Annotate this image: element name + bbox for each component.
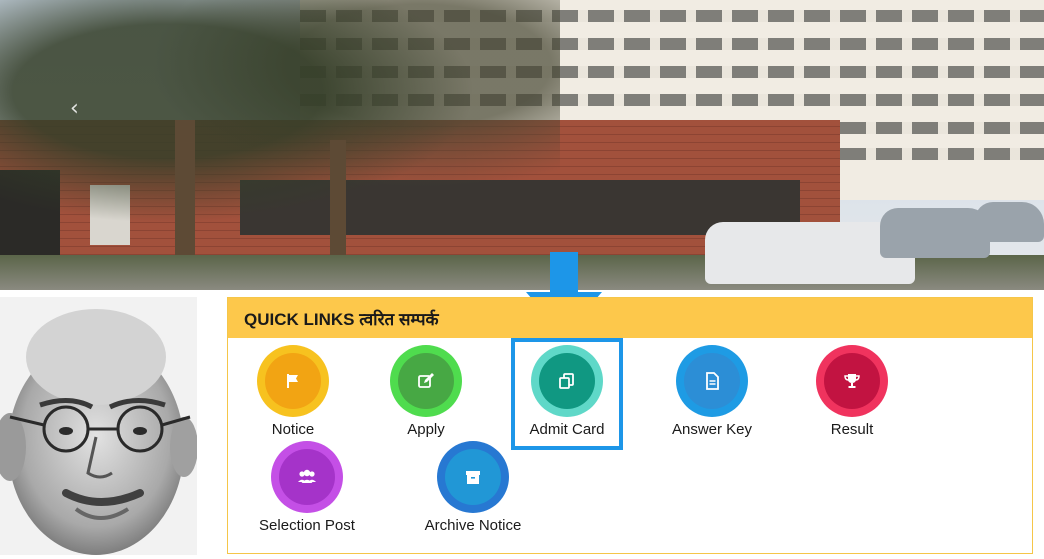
quick-links-title: QUICK LINKS त्वरित सम्पर्क xyxy=(244,309,439,329)
car xyxy=(975,202,1044,242)
flag-icon xyxy=(287,374,298,388)
document-icon xyxy=(706,372,719,390)
apply-label: Apply xyxy=(407,421,445,438)
archive-notice-link[interactable]: Archive Notice xyxy=(408,441,538,541)
chevron-left-icon[interactable]: ‹ xyxy=(70,96,79,121)
trophy-icon xyxy=(844,374,860,388)
answer-key-link[interactable]: Answer Key xyxy=(647,345,777,445)
selection-post-link[interactable]: Selection Post xyxy=(242,441,372,541)
answer-key-label: Answer Key xyxy=(671,421,753,438)
quick-links-panel: QUICK LINKS त्वरित सम्पर्क xyxy=(227,297,1033,554)
banner-image: ‹ xyxy=(0,0,1044,290)
trees xyxy=(0,0,560,260)
quick-links-header: QUICK LINKS त्वरित सम्पर्क xyxy=(228,298,1032,338)
notice-link[interactable]: Notice xyxy=(228,345,358,445)
admit-card-link[interactable]: Admit Card xyxy=(502,345,632,445)
edit-icon xyxy=(418,373,434,388)
notice-label: Notice xyxy=(271,421,315,438)
result-label: Result xyxy=(830,421,874,438)
archive-notice-label: Archive Notice xyxy=(424,517,522,534)
apply-link[interactable]: Apply xyxy=(361,345,491,445)
selection-post-label: Selection Post xyxy=(259,517,355,534)
copy-icon xyxy=(559,373,574,389)
result-link[interactable]: Result xyxy=(787,345,917,445)
gandhi-portrait xyxy=(0,297,197,555)
archive-icon xyxy=(466,471,480,484)
admit-card-label: Admit Card xyxy=(529,421,605,438)
users-icon xyxy=(298,469,316,483)
car xyxy=(880,208,990,258)
